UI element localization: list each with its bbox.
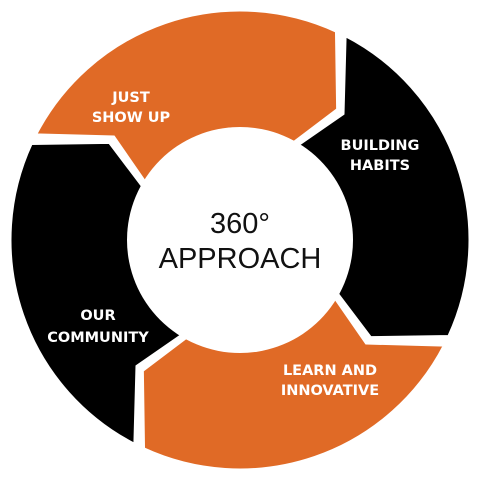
segment-label-building-habits-line1: BUILDING xyxy=(341,138,420,154)
segments-layer xyxy=(8,8,472,472)
segment-label-learn-and-innovative-line1: LEARN AND xyxy=(283,363,377,379)
segment-label-just-show-up-line1: JUST xyxy=(111,90,150,106)
center-circle xyxy=(127,127,353,353)
segment-label-just-show-up-line2: SHOW UP xyxy=(92,110,171,126)
labels-layer: JUST SHOW UP BUILDING HABITS LEARN AND I… xyxy=(47,90,419,399)
segment-label-our-community-line2: COMMUNITY xyxy=(47,330,149,346)
segment-label-our-community-line1: OUR xyxy=(80,308,115,324)
segment-label-learn-and-innovative-line2: INNOVATIVE xyxy=(281,383,379,399)
center-title-line1: 360° xyxy=(210,208,270,240)
center-title-line2: APPROACH xyxy=(159,243,322,275)
segment-label-building-habits-line2: HABITS xyxy=(350,158,410,174)
